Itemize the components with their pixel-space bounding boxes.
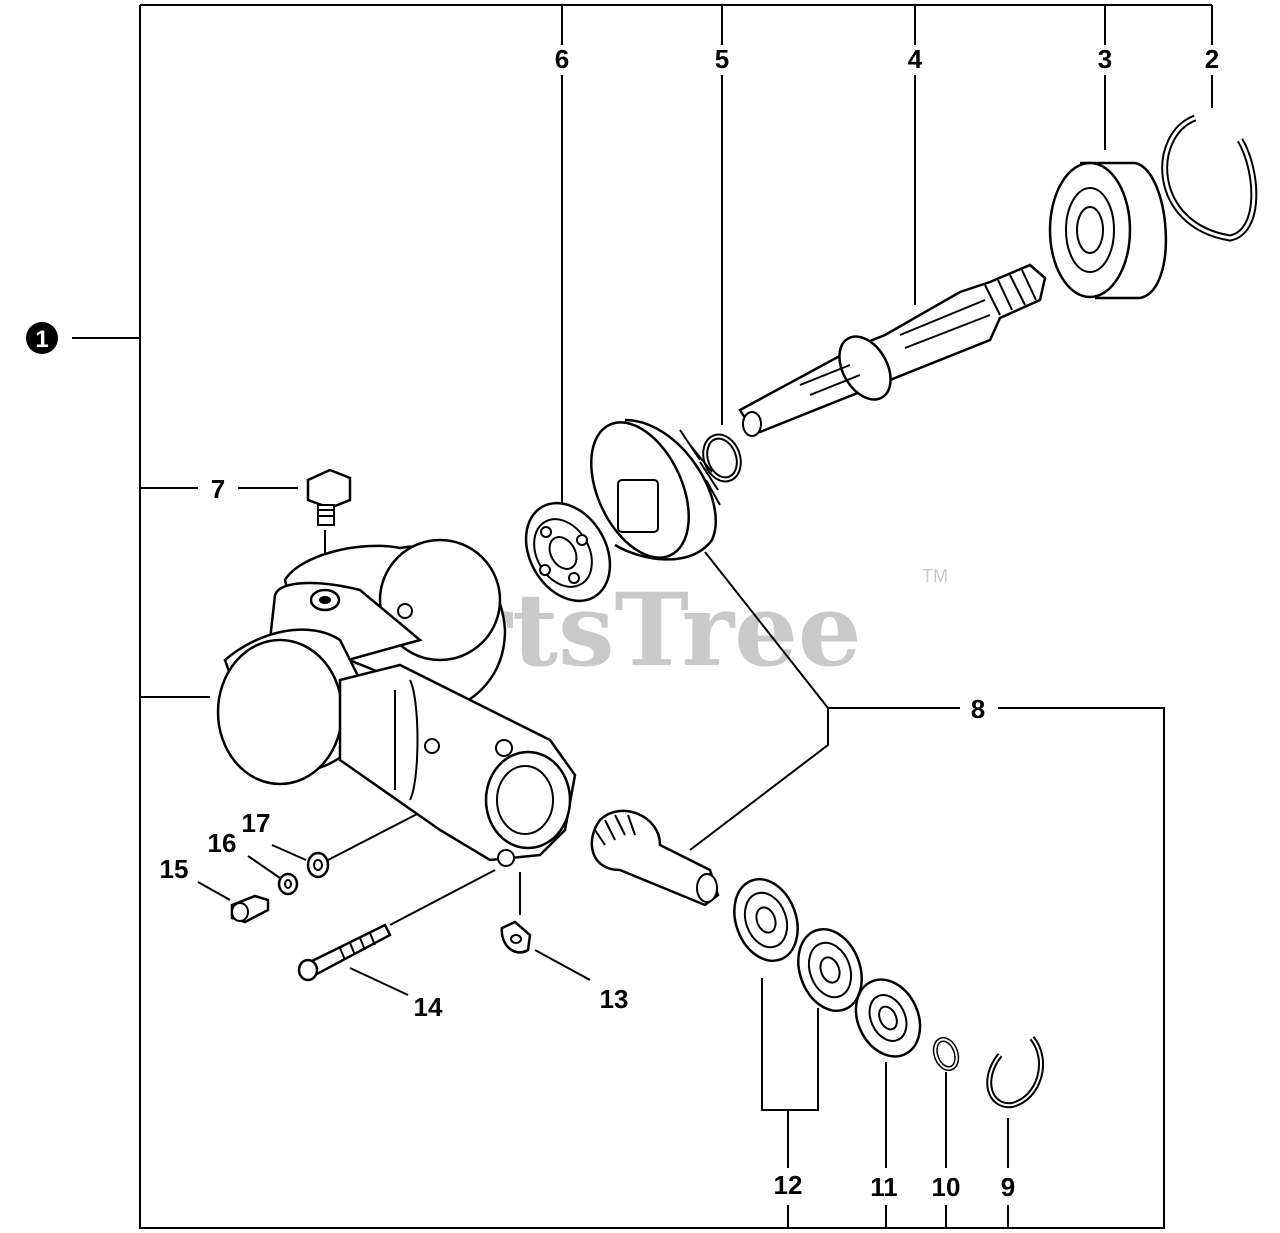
part-3-bearing[interactable] bbox=[1048, 161, 1168, 300]
callout-15[interactable]: 15 bbox=[160, 854, 189, 884]
callout-3[interactable]: 3 bbox=[1098, 44, 1112, 74]
part-17-washer[interactable] bbox=[306, 851, 330, 879]
part-4-shaft[interactable] bbox=[738, 263, 1047, 437]
callout-11[interactable]: 11 bbox=[870, 1172, 898, 1202]
callout-12[interactable]: 12 bbox=[774, 1170, 803, 1200]
callout-8[interactable]: 8 bbox=[971, 694, 985, 724]
callout-17[interactable]: 17 bbox=[242, 808, 271, 838]
bracket-lines bbox=[72, 4, 1213, 1229]
part-10-snap-ring[interactable] bbox=[931, 1036, 960, 1072]
callout-7[interactable]: 7 bbox=[211, 474, 225, 504]
callout-13[interactable]: 13 bbox=[600, 984, 629, 1014]
callout-1-label: 1 bbox=[35, 326, 48, 353]
part-12-bearings[interactable] bbox=[723, 870, 872, 1019]
callout-1[interactable]: 1 bbox=[26, 322, 58, 354]
part-15-screw[interactable] bbox=[230, 894, 270, 924]
part-7-bolt[interactable] bbox=[306, 468, 352, 526]
part-16-lock-washer[interactable] bbox=[277, 872, 299, 896]
part-8-pinion-gear[interactable] bbox=[590, 809, 720, 907]
callout-10[interactable]: 10 bbox=[932, 1172, 961, 1202]
part-9-retaining-ring[interactable] bbox=[986, 1036, 1044, 1109]
callout-9[interactable]: 9 bbox=[1001, 1172, 1015, 1202]
callout-16[interactable]: 16 bbox=[208, 828, 237, 858]
part-6-bearing[interactable] bbox=[509, 488, 627, 616]
gear-housing[interactable] bbox=[216, 538, 577, 867]
callout-6[interactable]: 6 bbox=[555, 44, 569, 74]
callout-2[interactable]: 2 bbox=[1205, 44, 1219, 74]
part-5-snap-ring[interactable] bbox=[699, 432, 744, 484]
callout-4[interactable]: 4 bbox=[908, 44, 923, 74]
part-14-long-screw[interactable] bbox=[297, 923, 392, 982]
part-8-bevel-gear[interactable] bbox=[572, 407, 721, 573]
watermark-trademark: TM bbox=[922, 566, 948, 586]
callout-14[interactable]: 14 bbox=[414, 992, 443, 1022]
callout-5[interactable]: 5 bbox=[715, 44, 729, 74]
part-13-clip[interactable] bbox=[500, 920, 532, 954]
part-11-bearing[interactable] bbox=[844, 969, 932, 1067]
part-2-retaining-ring[interactable] bbox=[1161, 114, 1258, 242]
